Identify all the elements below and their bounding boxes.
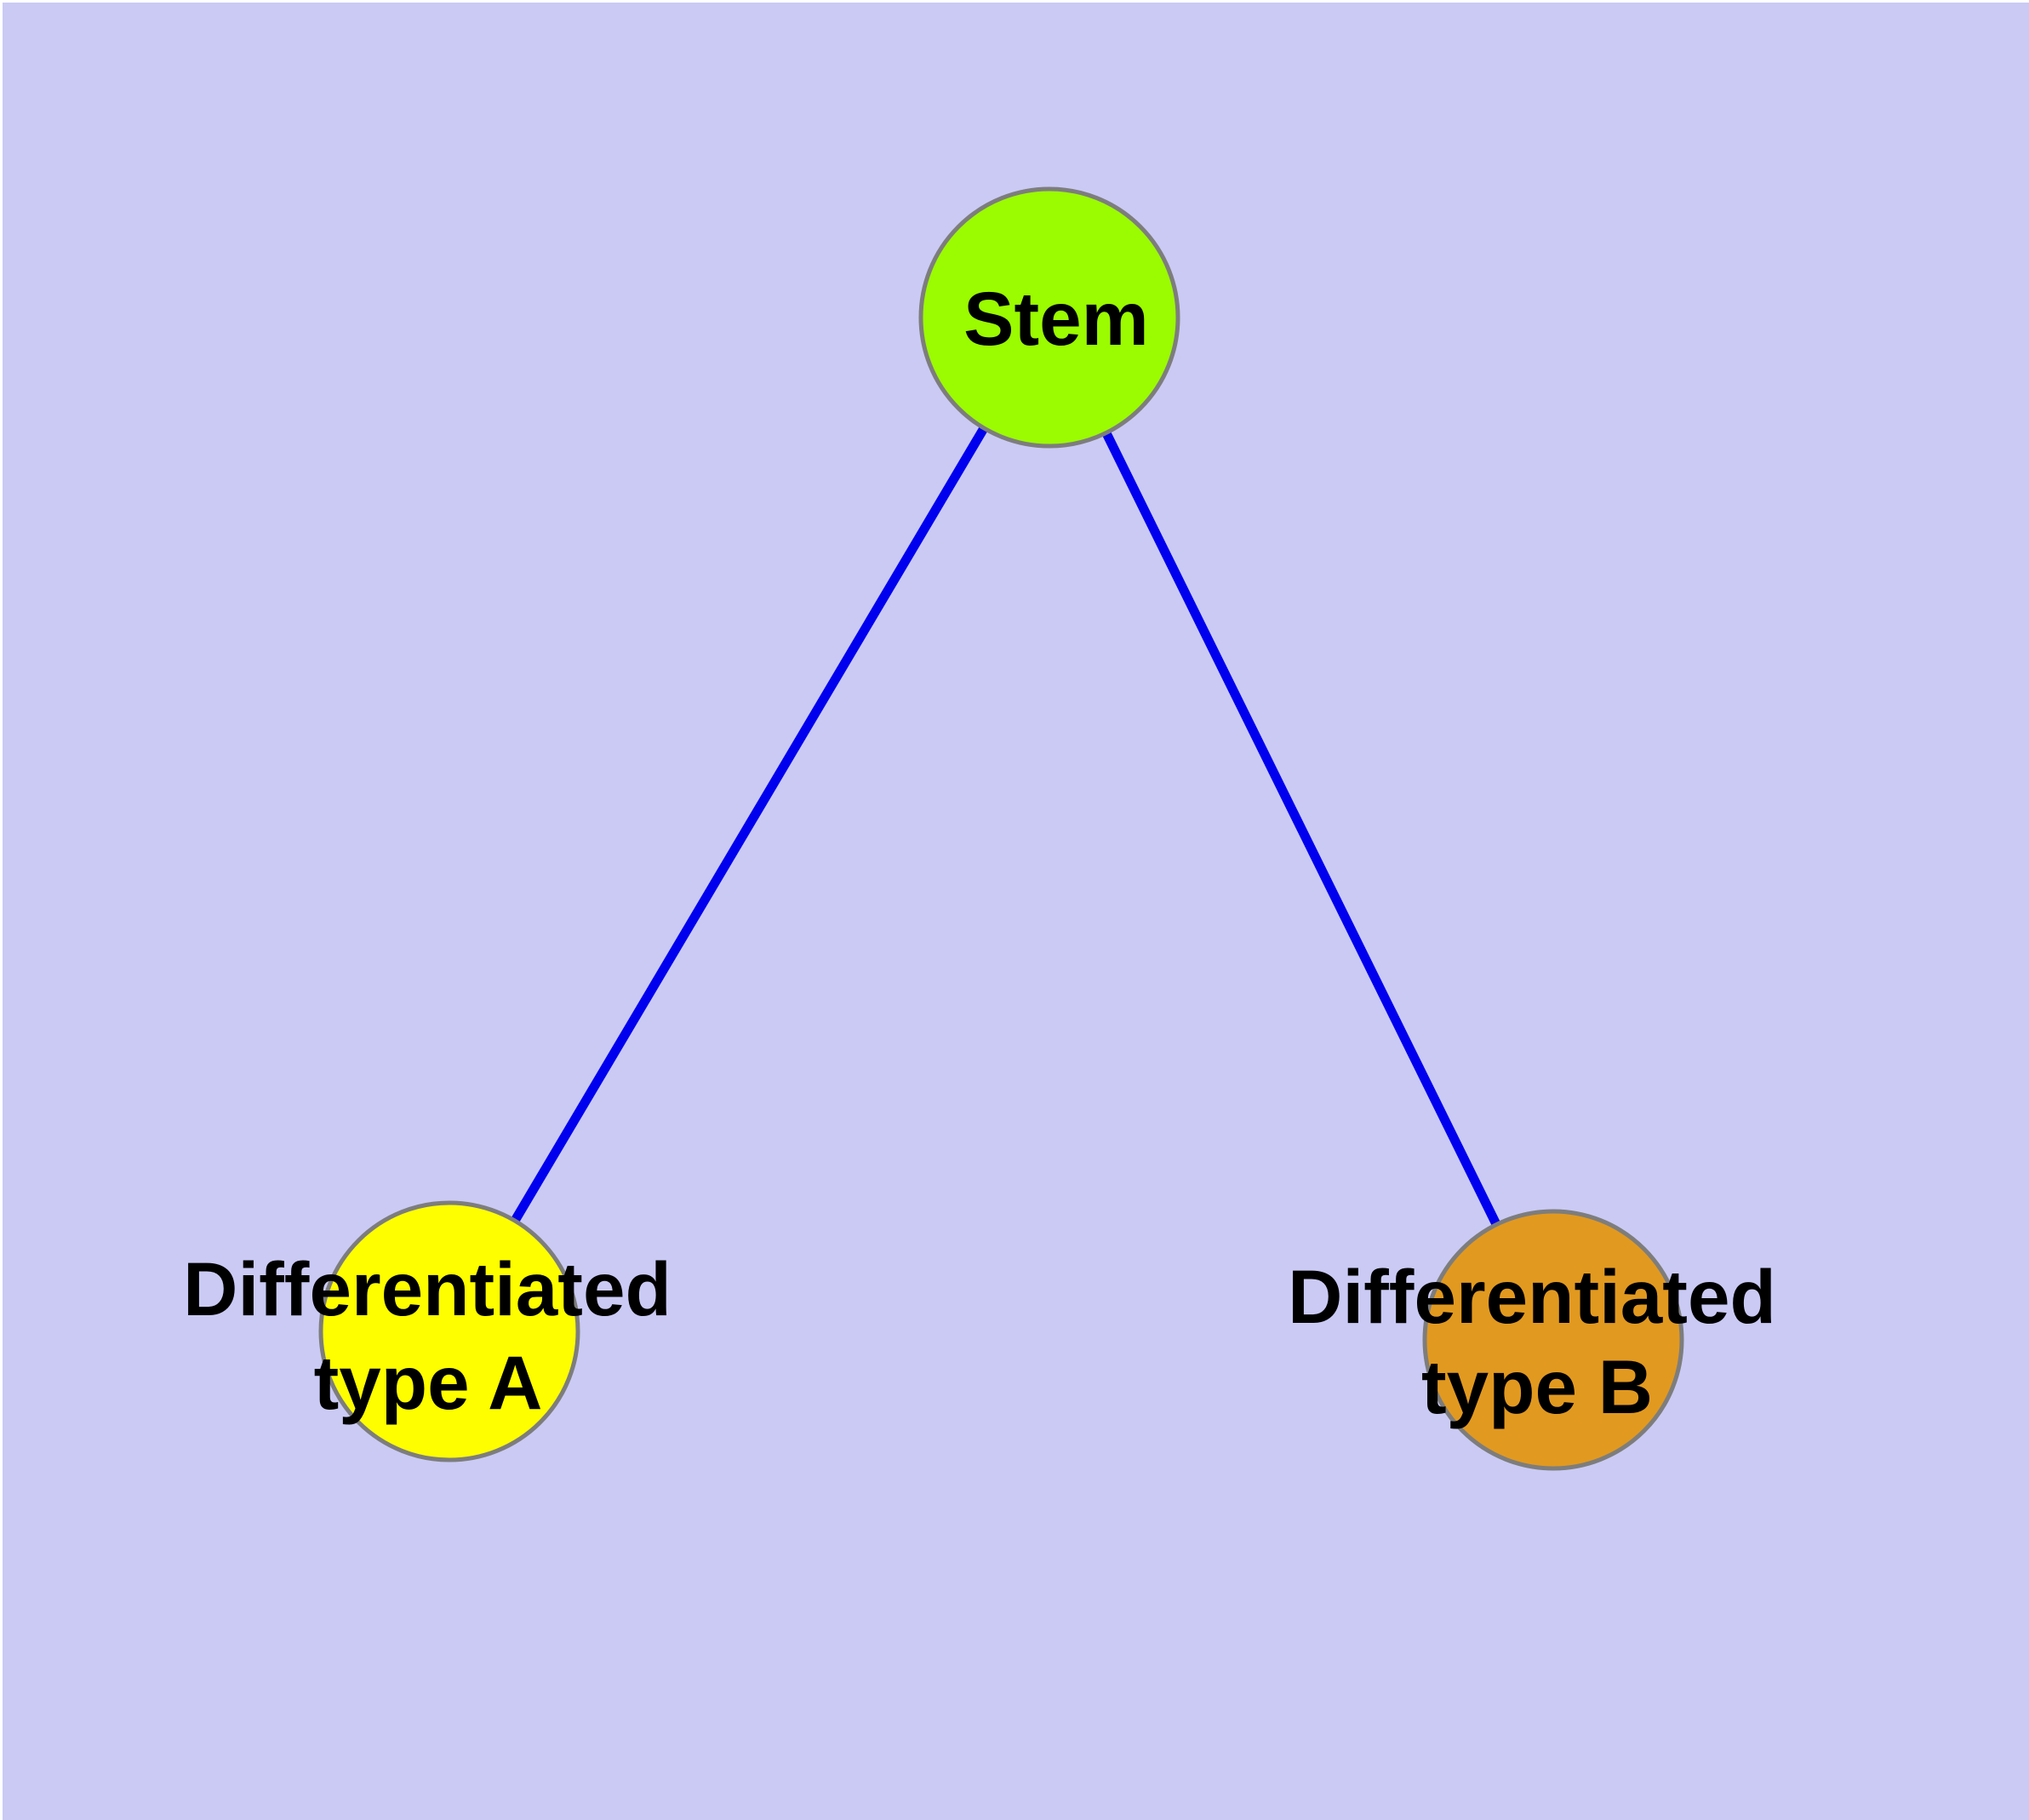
node-stem-label: Stem (963, 276, 1149, 361)
node-stem (918, 186, 1180, 449)
node-type-a-circle (318, 1200, 580, 1462)
node-type-a-label-line1: Differentiated (183, 1246, 672, 1331)
node-type-a-label-line2: type A (314, 1340, 543, 1425)
edge-stem-to-type-a (445, 315, 1054, 1334)
edge-stem-to-type-b (1045, 315, 1557, 1342)
node-type-b-label-line1: Differentiated (1288, 1254, 1776, 1339)
node-type-b (1422, 1209, 1684, 1471)
node-type-b-circle (1422, 1209, 1684, 1471)
edge-layer (445, 315, 1557, 1342)
node-stem-circle (918, 186, 1180, 449)
node-type-a (318, 1200, 580, 1462)
node-type-b-label-line2: type B (1421, 1344, 1653, 1429)
label-layer: Stem Differentiated type A Differentiate… (183, 276, 1776, 1429)
